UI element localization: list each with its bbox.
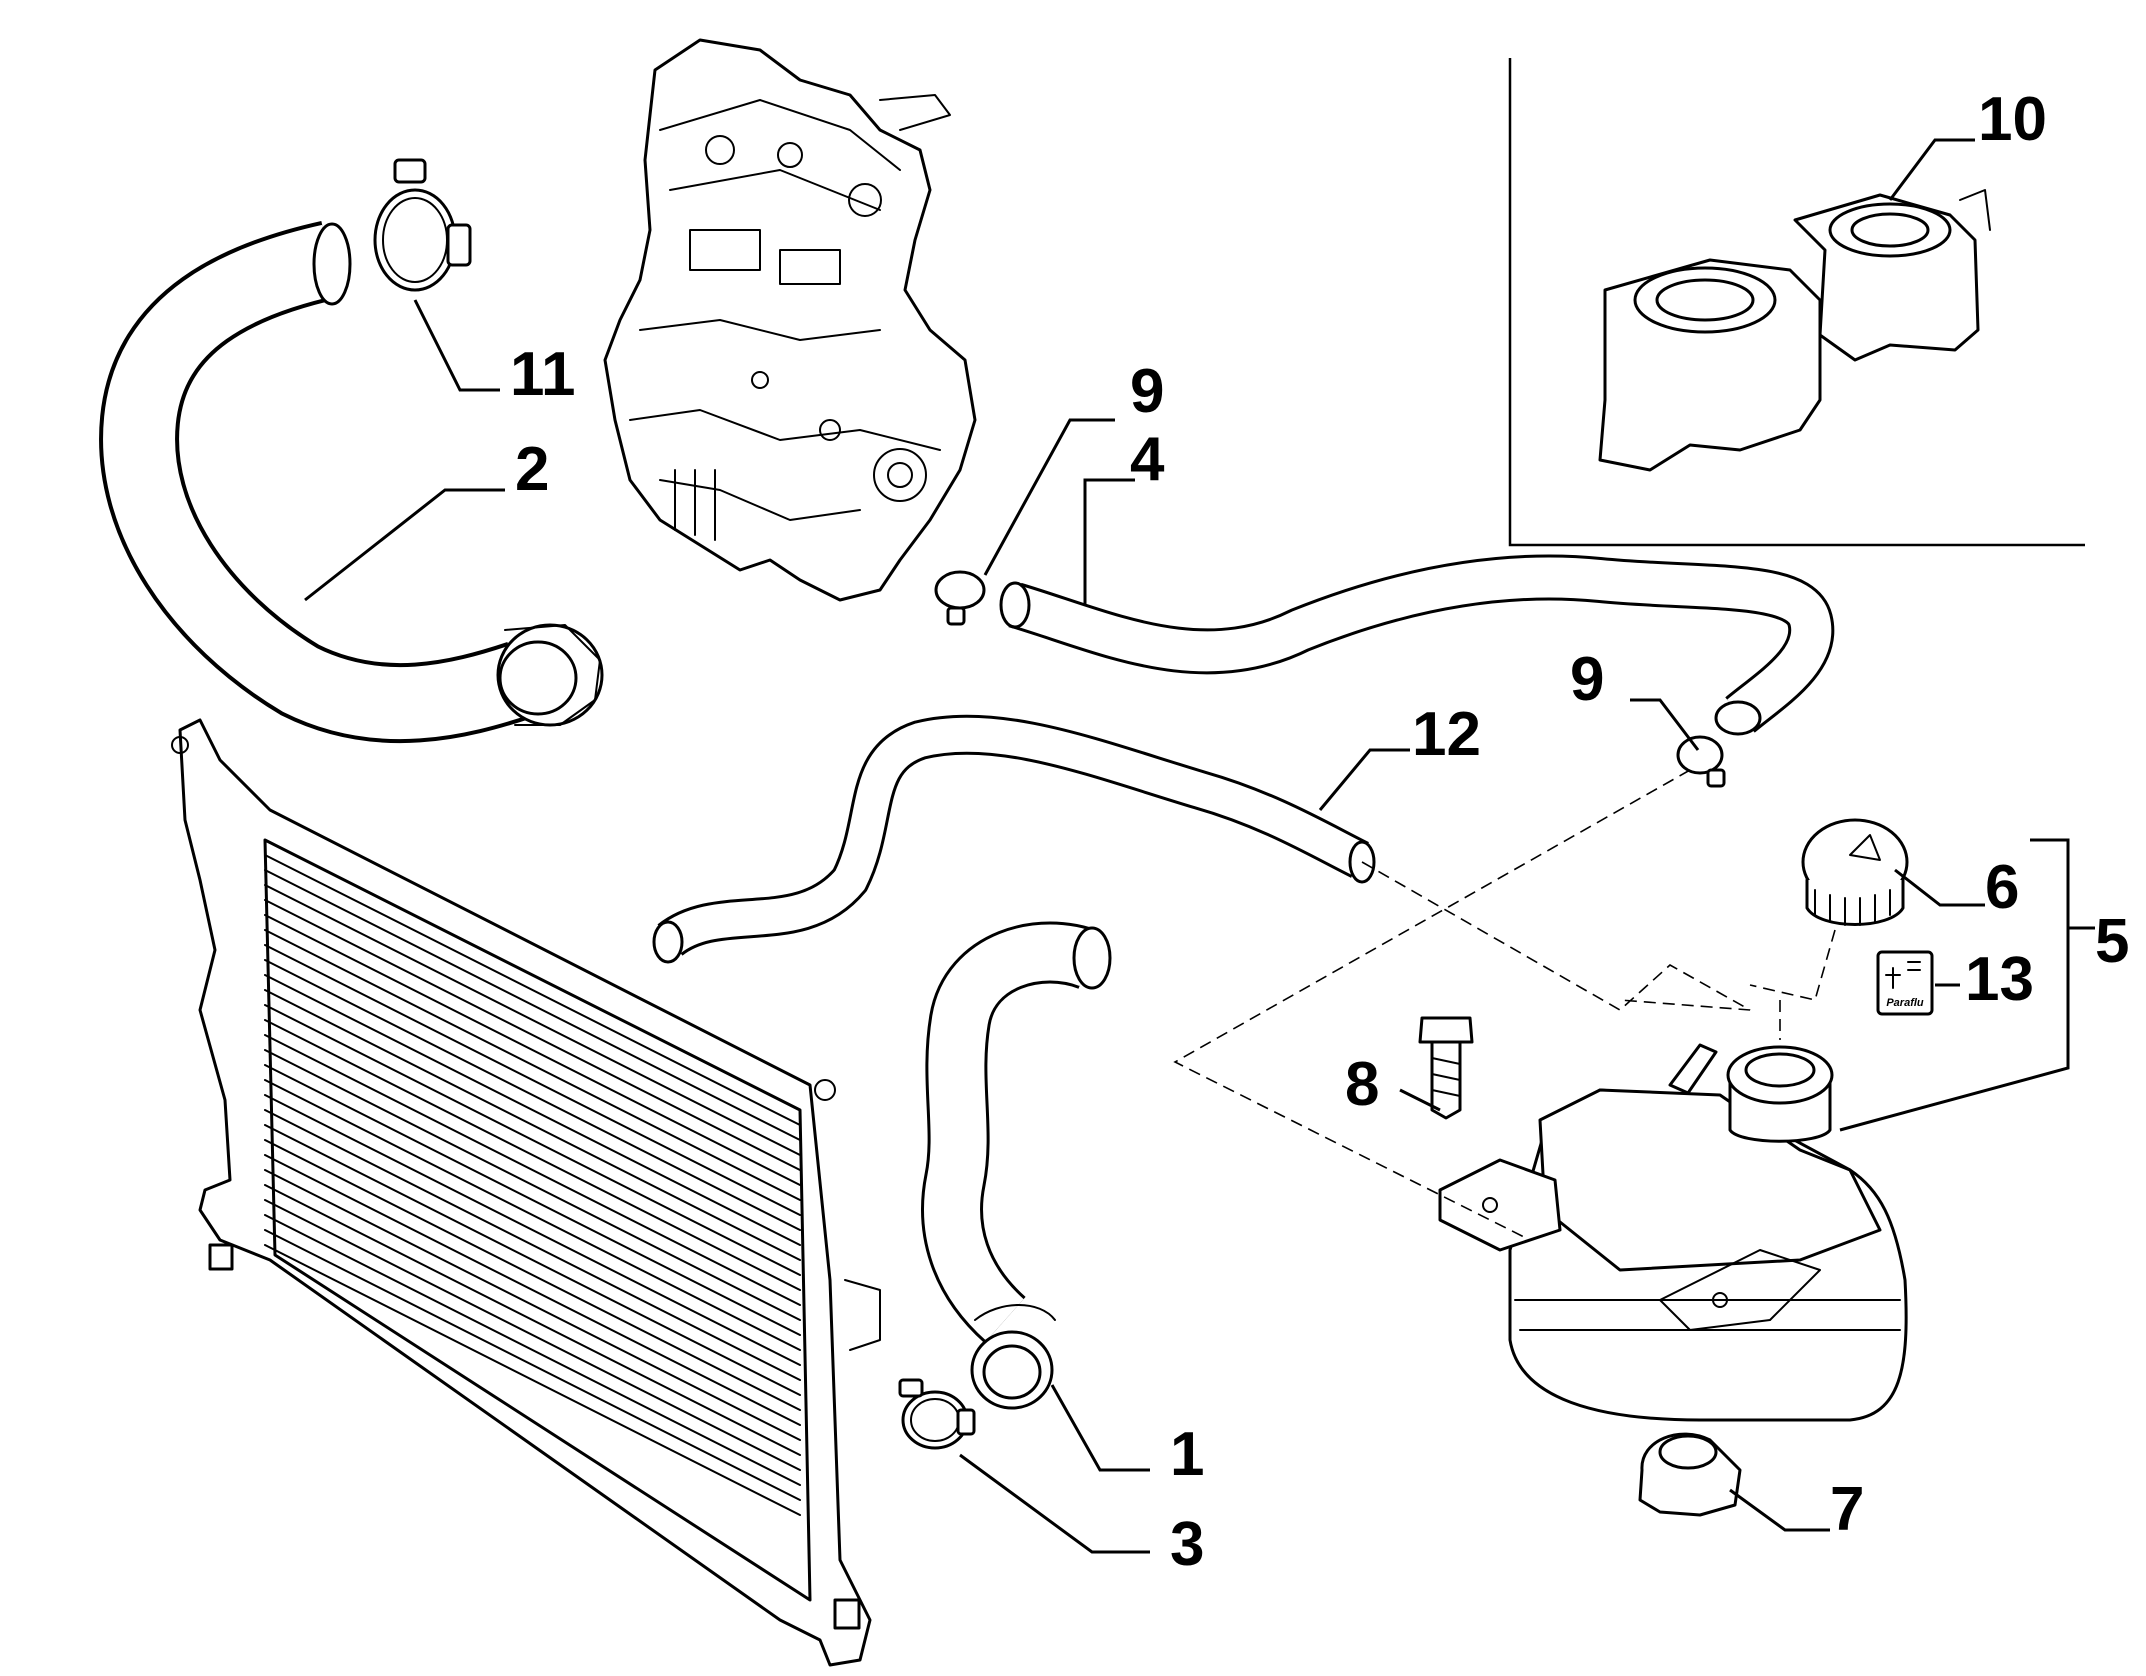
- assembly-guide-lines: [1173, 769, 1836, 1241]
- callout-10: 10: [1978, 85, 2047, 154]
- engine-block-icon: [603, 38, 977, 602]
- callout-11: 11: [510, 340, 576, 409]
- callout-4: 4: [1130, 425, 1165, 494]
- callout-9-upper: 9: [1130, 357, 1164, 426]
- callout-3: 3: [1170, 1510, 1204, 1579]
- lower-radiator-hose-icon: [921, 921, 1112, 1410]
- callout-5: 5: [2095, 907, 2129, 976]
- heater-hose-icon: [999, 554, 1835, 736]
- callout-9-lower: 9: [1570, 645, 1604, 714]
- callout-2: 2: [515, 435, 549, 504]
- radiator-core-fins: [264, 854, 801, 1516]
- callout-8: 8: [1345, 1050, 1379, 1119]
- upper-radiator-hose-icon: [99, 220, 604, 744]
- small-hose-clip-icon: [1676, 735, 1726, 788]
- hose-clamp-icon: [373, 158, 472, 292]
- callout-1: 1: [1170, 1420, 1204, 1489]
- label-sticker-text: Paraflu: [1886, 997, 1924, 1009]
- bolt-icon: [1418, 1016, 1474, 1120]
- callout-13: 13: [1965, 945, 2034, 1014]
- callout-12: 12: [1412, 700, 1481, 769]
- coolant-label-icon: Paraflu: [1876, 950, 1934, 1016]
- small-hose-clip-icon: [934, 570, 986, 626]
- radiator-icon: [171, 718, 881, 1667]
- hose-bracket-icon: [1598, 189, 1991, 472]
- inset-frame: [1508, 58, 2085, 547]
- expansion-tank-icon: [1438, 1043, 1908, 1422]
- callout-numbers: 1 2 3 4 5 6 7 8 9 9 10 11 12 13: [510, 85, 2129, 1579]
- reservoir-cap-icon: [1801, 818, 1909, 926]
- hose-clamp-icon: [898, 1378, 976, 1450]
- callout-6: 6: [1985, 853, 2019, 922]
- callout-7: 7: [1830, 1475, 1864, 1544]
- bleed-hose-icon: [652, 714, 1376, 964]
- rubber-mount-icon: [1638, 1432, 1742, 1517]
- callout-leader-lines: [304, 138, 2095, 1554]
